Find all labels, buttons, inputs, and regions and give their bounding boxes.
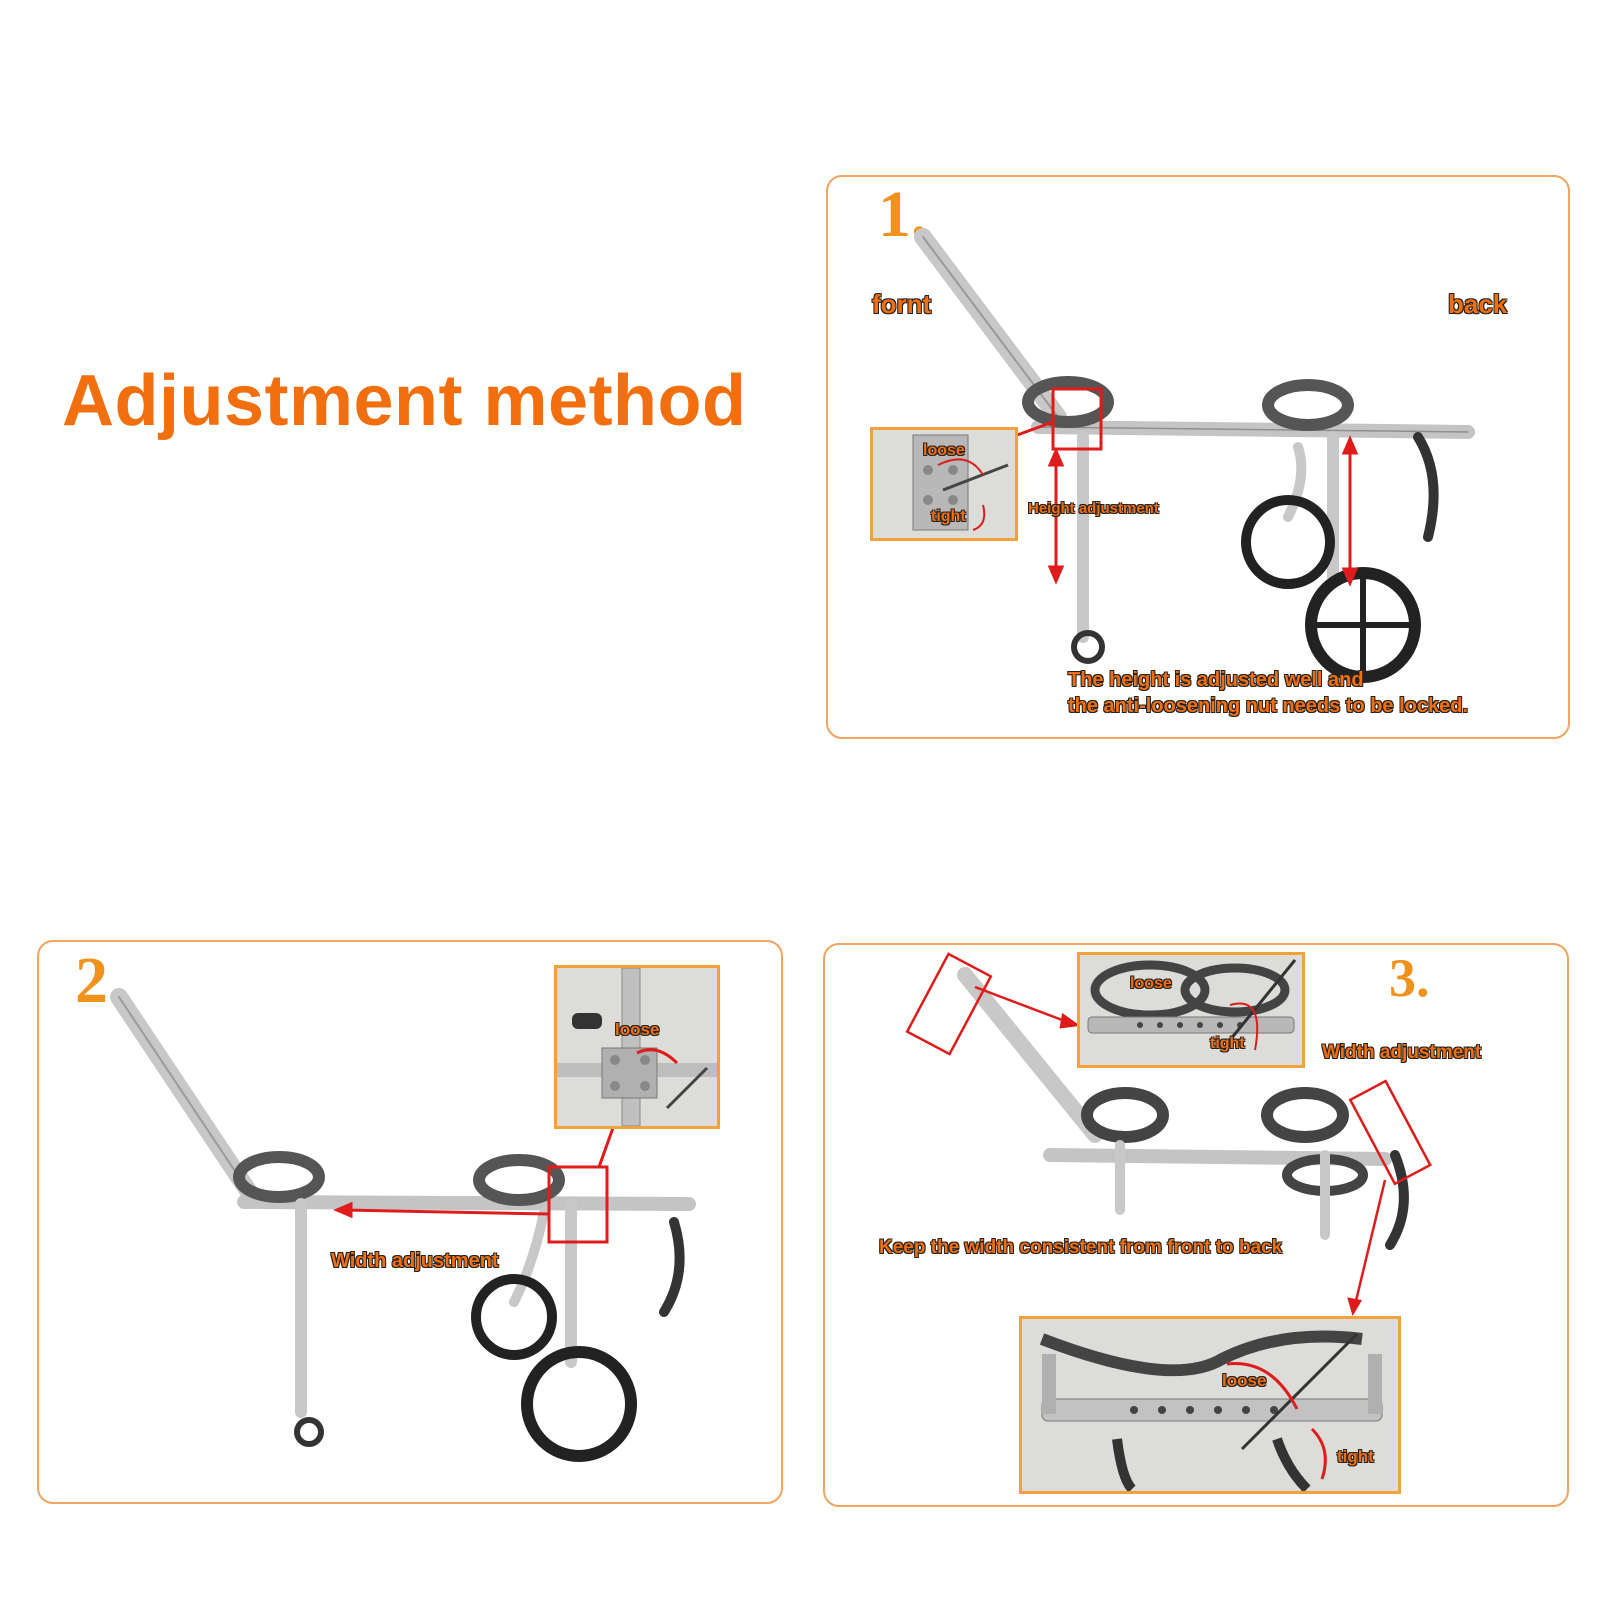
note-line-2: the anti-loosening nut needs to be locke…: [1068, 695, 1469, 717]
back-label: back: [1448, 289, 1508, 319]
step-number: 3.: [1389, 948, 1430, 1008]
tight-label-bottom: tight: [1337, 1447, 1374, 1466]
note-line-1: The height is adjusted well and: [1068, 669, 1364, 691]
keep-width-label: Keep the width consistent from front to …: [879, 1237, 1283, 1258]
inset-height-bolt-closeup: loose tight: [870, 427, 1018, 541]
inset-width-bolt-closeup: loose: [554, 965, 720, 1129]
wheelchair-illustration: [110, 988, 696, 1462]
inset-rear-bar-closeup: loose tight: [1019, 1316, 1401, 1494]
panel-width-adjustment-rear: 3. lo: [823, 943, 1569, 1507]
width-adjustment-label: Width adjustment: [1322, 1042, 1482, 1063]
loose-label: loose: [615, 1020, 660, 1039]
width-adjustment-label: Width adjustment: [331, 1250, 499, 1272]
wheelchair-illustration: [905, 952, 1432, 1317]
loose-label: loose: [923, 442, 965, 459]
loose-label-bottom: loose: [1222, 1371, 1267, 1390]
tight-label-top: tight: [1210, 1035, 1245, 1052]
loose-label-top: loose: [1130, 975, 1172, 992]
height-adjustment-label: Height adjustment: [1028, 500, 1159, 517]
tight-label: tight: [931, 508, 966, 525]
page-title: Adjustment method: [62, 361, 747, 441]
panel-height-adjustment: 1. fornt back: [826, 175, 1570, 739]
wheelchair-illustration: [914, 228, 1475, 683]
inset-front-bar-closeup: loose tight: [1077, 952, 1305, 1068]
front-label: fornt: [872, 289, 932, 319]
panel-width-adjustment-side: 2.: [37, 940, 783, 1504]
